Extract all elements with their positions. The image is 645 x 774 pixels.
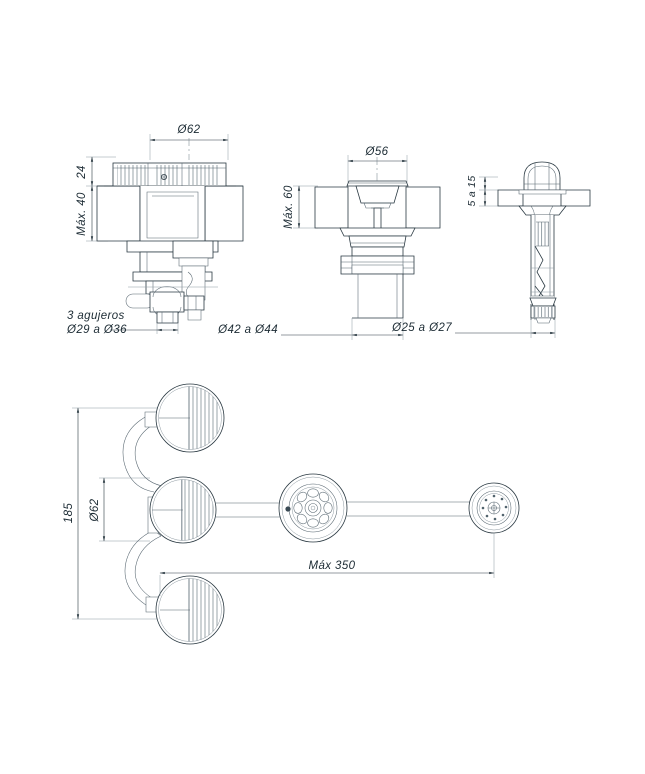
knurled-cap-left (104, 162, 236, 187)
dimension-dia56: Ø56 (347, 146, 408, 186)
waste-nut-center (340, 255, 415, 275)
view-left-section: Ø62 24 Máx. 40 (66, 124, 244, 336)
dim-text-max40: Máx. 40 (76, 192, 88, 236)
riser-tube-left (172, 240, 214, 301)
connecting-pipe (347, 501, 473, 517)
note-three-holes: 3 agujeros Ø29 a Ø36 (66, 310, 127, 336)
dim-text-max350: Máx 350 (309, 560, 356, 572)
mixer-body-left (139, 186, 206, 241)
dim-text-5a15: 5 a 15 (466, 176, 478, 207)
note-line-1: 3 agujeros (67, 310, 125, 322)
push-button-flange (518, 205, 567, 216)
dimension-plan-dia62: Ø62 (89, 477, 150, 542)
handle-bottom (145, 575, 225, 645)
shower-rose (278, 473, 348, 543)
handle-middle (147, 476, 217, 544)
view-plan-assembly: 185 Ø62 (63, 383, 520, 645)
handle-top (144, 383, 225, 453)
deck-slab-right (497, 189, 591, 207)
deck-slab-center (314, 186, 441, 229)
dimension-max60: Máx. 60 (283, 185, 318, 229)
spout-tube (216, 502, 286, 518)
dim-text-dia25a27: Ø25 a Ø27 (391, 322, 452, 334)
dim-text-dia56: Ø56 (365, 146, 389, 158)
dimension-24: 24 (76, 156, 116, 187)
dim-text-dia62: Ø62 (177, 124, 201, 136)
dim-text-plan-dia62: Ø62 (89, 498, 101, 522)
note-line-2: Ø29 a Ø36 (66, 324, 127, 336)
dim-text-max60: Máx. 60 (283, 185, 295, 229)
dimension-holes-leader (110, 323, 179, 334)
dimension-max350: Máx 350 (159, 533, 495, 596)
push-button-cap (518, 161, 567, 195)
waste-flange-center (346, 180, 409, 230)
waste-collar-center (339, 227, 416, 257)
dimension-dia42a44: Ø42 a Ø44 (217, 318, 404, 340)
view-center-section: Ø56 Máx. 60 (217, 146, 441, 340)
dimension-dia25a27: Ø25 a Ø27 (391, 318, 556, 338)
waste-tube-center (352, 273, 404, 319)
bottom-fittings-left (125, 286, 218, 324)
dim-text-24: 24 (76, 165, 88, 180)
dimension-5a15: 5 a 15 (466, 176, 498, 207)
dim-text-185: 185 (63, 503, 75, 524)
view-right-section: 5 a 15 (391, 161, 591, 338)
aerator (468, 482, 520, 534)
dim-text-dia42a44: Ø42 a Ø44 (217, 324, 278, 336)
